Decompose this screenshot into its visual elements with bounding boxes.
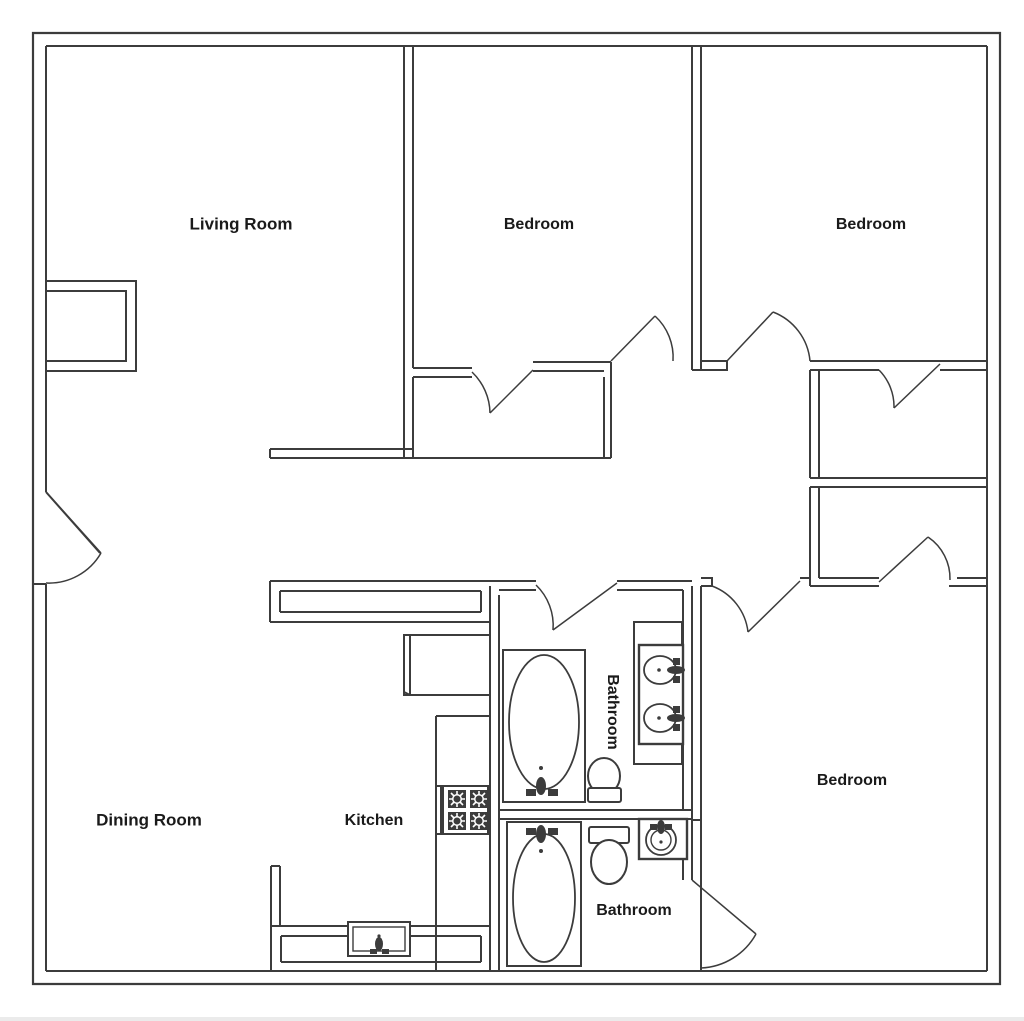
- door-bathroom-lower[interactable]: [691, 879, 757, 969]
- room-label-bedroom-south-east: Bedroom: [817, 772, 887, 789]
- room-label-bathroom-lower: Bathroom: [596, 902, 672, 919]
- door-bedroom-north-center[interactable]: [610, 315, 674, 362]
- kitchen-sink: [347, 921, 411, 957]
- entry-door-west[interactable]: [45, 491, 102, 584]
- single-vanity: [637, 817, 689, 861]
- toilet-upper: [587, 757, 622, 803]
- room-label-living-room: Living Room: [190, 214, 293, 233]
- door-closet-north-center[interactable]: [471, 369, 534, 414]
- room-label-bedroom-north-center: Bedroom: [504, 216, 574, 233]
- closet-north-east-lower: [809, 486, 987, 587]
- closet-north-east-upper: [809, 360, 987, 479]
- footer-divider: [0, 1017, 1024, 1021]
- kitchen-counter-upper: [269, 580, 490, 623]
- kitchen-stove: [435, 785, 489, 835]
- exterior-wall-outline: [31, 31, 1002, 986]
- bathtub-upper: [502, 649, 586, 803]
- double-vanity: [633, 621, 685, 765]
- closet-north-center: [269, 361, 612, 459]
- bedroom-south-east-walls: [691, 820, 702, 971]
- wall-hall-vertical-east: [691, 586, 702, 821]
- wall-hall-north-stub: [701, 360, 728, 371]
- wall-kitchen-bath-vertical: [489, 586, 500, 971]
- room-label-bedroom-north-east: Bedroom: [836, 216, 906, 233]
- interior-perimeter-wall: [33, 45, 988, 972]
- room-label-bathroom-upper: Bathroom: [604, 674, 621, 750]
- room-labels: Living Room Bedroom Bedroom Bedroom Dini…: [96, 214, 906, 919]
- kitchen-counter-right: [435, 715, 490, 971]
- door-bedroom-north-east[interactable]: [726, 311, 811, 362]
- door-bathroom-upper[interactable]: [535, 582, 618, 631]
- refrigerator: [403, 634, 491, 696]
- door-bedroom-south-east[interactable]: [711, 580, 801, 633]
- door-closet-north-east[interactable]: [878, 363, 941, 409]
- wall-bedroom-bedroom: [691, 46, 702, 371]
- door-closet-mid-east[interactable]: [878, 536, 951, 583]
- room-label-dining-room: Dining Room: [96, 810, 202, 829]
- living-room-closet: [46, 280, 137, 372]
- wall-living-bedroom: [403, 46, 414, 458]
- room-label-kitchen: Kitchen: [345, 812, 404, 829]
- toilet-lower: [588, 826, 630, 885]
- wall-hall-se-stub: [701, 577, 810, 587]
- bathtub-lower: [506, 821, 582, 967]
